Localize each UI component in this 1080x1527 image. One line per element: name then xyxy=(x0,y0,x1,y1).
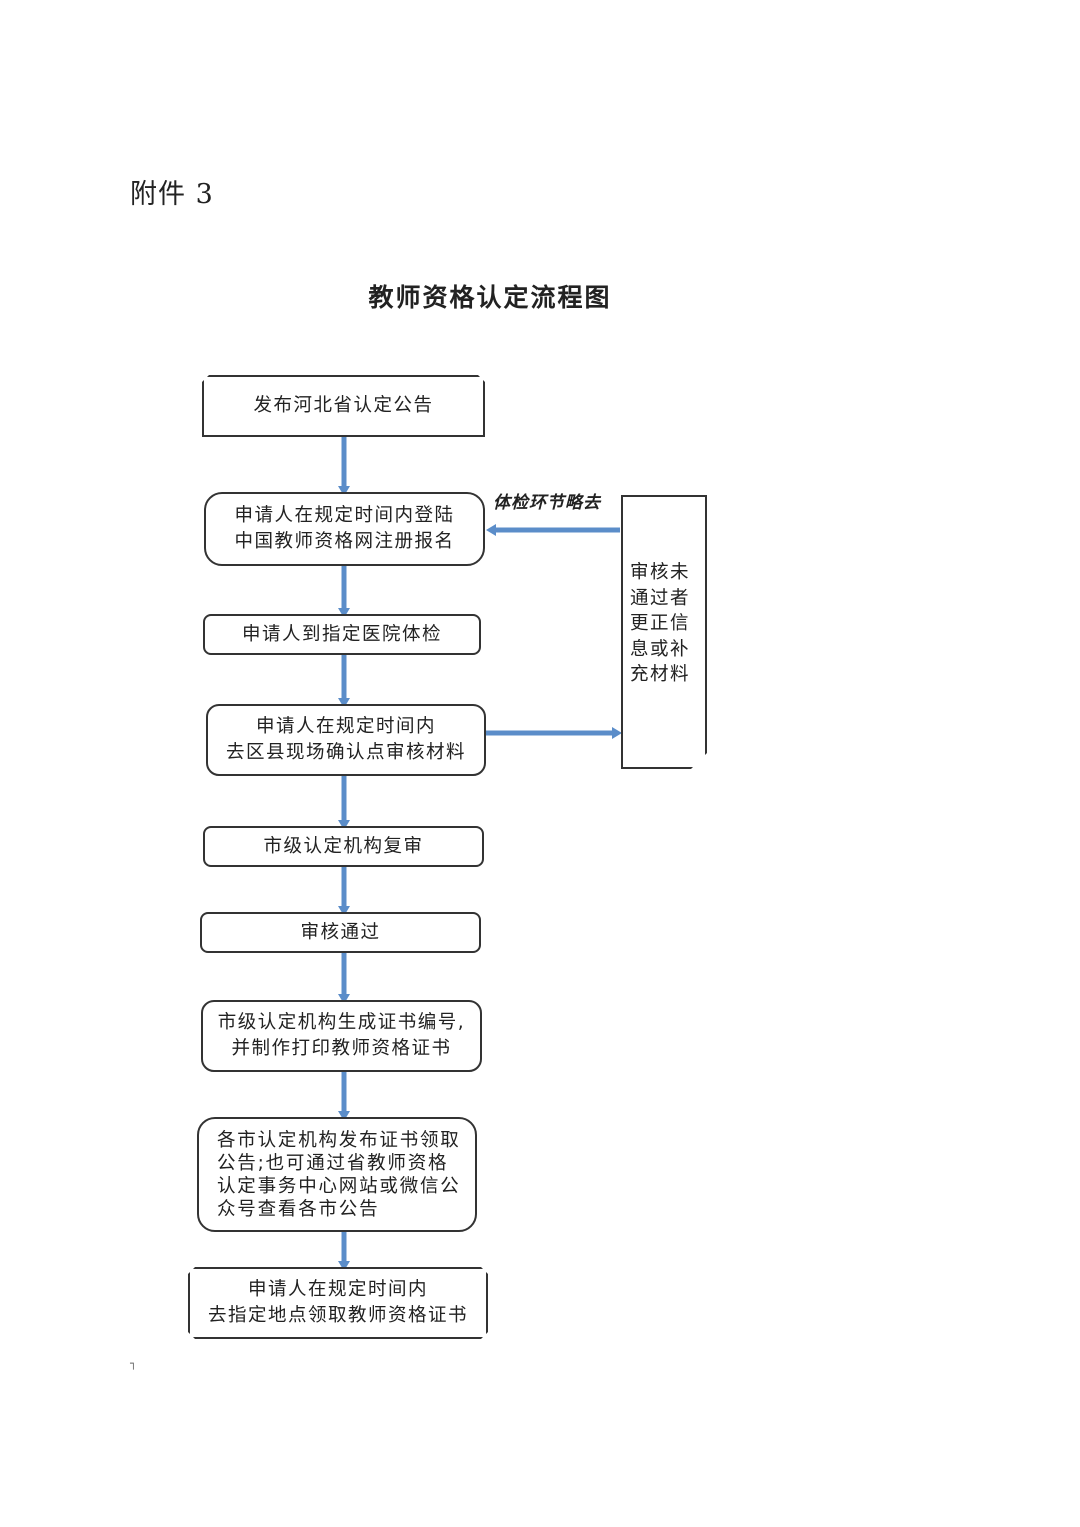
diagram-title: 教师资格认定流程图 xyxy=(368,283,612,312)
step-announcement: 发布河北省认定公告 xyxy=(202,375,485,437)
side-label: 体检环节略去 xyxy=(493,493,601,513)
step-register: 申请人在规定时间内登陆 中国教师资格网注册报名 xyxy=(204,492,485,566)
step-city-recheck: 市级认定机构复审 xyxy=(203,826,484,867)
step-onsite-review: 申请人在规定时间内 去区县现场确认点审核材料 xyxy=(206,704,486,776)
step-physical-exam: 申请人到指定医院体检 xyxy=(203,614,481,655)
attachment-label: 附件 3 xyxy=(130,179,214,210)
step-collect-certificate: 申请人在规定时间内 去指定地点领取教师资格证书 xyxy=(188,1267,488,1339)
step-notice: 各市认定机构发布证书领取 公告;也可通过省教师资格 认定事务中心网站或微信公 众… xyxy=(197,1117,477,1232)
side-note-text: 审核未 通过者 更正信 息或补 充材料 xyxy=(630,562,691,685)
side-note-box xyxy=(621,495,707,769)
corner-mark: ┐ xyxy=(130,1357,137,1370)
step-approved: 审核通过 xyxy=(200,912,481,953)
step-print-certificate: 市级认定机构生成证书编号, 并制作打印教师资格证书 xyxy=(201,1000,482,1072)
